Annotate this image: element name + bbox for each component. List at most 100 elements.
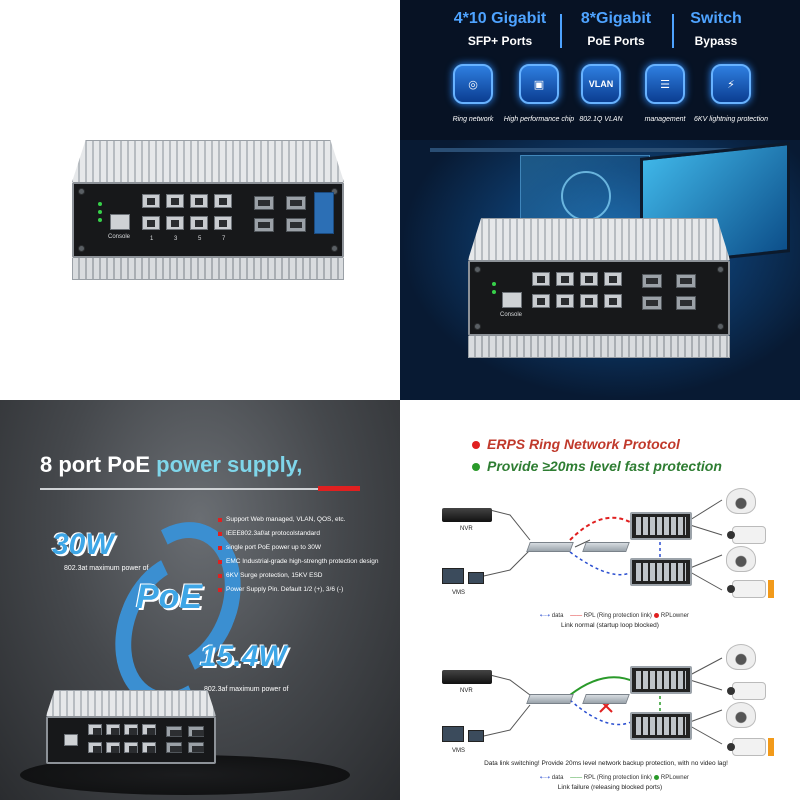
heading-sfp: 4*10 Gigabit SFP+ Ports <box>448 10 552 48</box>
poe-power-panel: 8 port PoE power supply, 30W 802.3at max… <box>0 400 400 800</box>
power-154w-label: 15.4W <box>200 640 287 673</box>
green-dot-icon <box>472 463 480 472</box>
poe-label: PoE <box>136 578 203 616</box>
red-dot-icon <box>472 441 480 450</box>
bullet-item: IEEE802.3af/at protocolstandard <box>218 530 378 537</box>
nvr-device <box>442 508 492 522</box>
feature-label: High performance chip <box>503 116 575 123</box>
vlan-icon: VLAN <box>581 64 621 104</box>
feature-label: 802.1Q VLAN <box>579 116 623 123</box>
feature-bullets: Support Web managed, VLAN, QOS, etc. IEE… <box>218 516 378 600</box>
feature-ring-network: ◎ Ring network <box>434 64 512 123</box>
feature-chip: ▣ High performance chip <box>500 64 578 123</box>
port-number: 3 <box>174 236 178 242</box>
power-30w-sub: 802.3at maximum power of <box>64 565 149 572</box>
title-cyan: power supply, <box>156 452 303 477</box>
ring-switch <box>582 542 630 552</box>
feature-lightning: ⚡ 6KV lightning protection <box>692 64 770 123</box>
caption-link-normal: Link normal (startup loop blocked) <box>561 622 659 629</box>
nvr-label: NVR <box>460 526 473 532</box>
port-number: 7 <box>222 236 226 242</box>
bullet-camera-icon <box>727 580 766 598</box>
ring-switch <box>526 542 574 552</box>
heading-poe: 8*Gigabit PoE Ports <box>568 10 664 48</box>
dome-camera-icon <box>726 546 756 572</box>
heading-divider <box>672 14 674 48</box>
poe-switch <box>630 712 692 740</box>
title-white: 8 port PoE <box>40 452 157 477</box>
vms-computer-icon <box>442 568 464 584</box>
vms-monitor-icon <box>468 572 484 584</box>
title-underline <box>40 488 360 490</box>
legend-top: ⇠⇢ data —— RPL (Ring protection link)RPL… <box>540 612 689 619</box>
ring-switch <box>582 694 630 704</box>
poe-title: 8 port PoE power supply, <box>40 452 302 478</box>
poe-switch <box>630 666 692 694</box>
chip-icon: ▣ <box>519 64 559 104</box>
ring-switch <box>526 694 574 704</box>
bullet-item: 6KV Surge protection, 15KV ESD <box>218 572 378 579</box>
vms-monitor-icon <box>468 730 484 742</box>
feature-label: management <box>644 116 686 123</box>
network-lines <box>474 499 723 745</box>
port-number: 5 <box>198 236 202 242</box>
heading-bypass: Switch Bypass <box>680 10 752 48</box>
industrial-switch: Console 1 3 5 7 <box>72 140 344 280</box>
console-label: Console <box>500 312 523 318</box>
nvr-label: NVR <box>460 688 473 694</box>
bullet-item: EMC Industrial-grade high-strength prote… <box>218 558 378 565</box>
heading-big: 8*Gigabit <box>580 10 652 27</box>
caption-data-switching: Data link switching! Provide 20ms level … <box>484 760 728 767</box>
camera-accent <box>768 738 774 756</box>
feature-banner-panel: 4*10 Gigabit SFP+ Ports 8*Gigabit PoE Po… <box>400 0 800 400</box>
feature-label: Ring network <box>452 116 494 123</box>
product-photo-panel: Console 1 3 5 7 <box>0 0 400 400</box>
bullet-item: Power Supply Pin. Default 1/2 (+), 3/6 (… <box>218 586 378 593</box>
lightning-shield-icon: ⚡ <box>711 64 751 104</box>
power-154w-sub: 802.3af maximum power of <box>204 686 289 693</box>
dome-camera-icon <box>726 702 756 728</box>
bullet-item: single port PoE power up to 30W <box>218 544 378 551</box>
industrial-switch <box>46 690 216 780</box>
heatsink-fins <box>72 140 344 182</box>
feature-vlan: VLAN 802.1Q VLAN <box>562 64 640 123</box>
vms-label: VMS <box>452 748 466 754</box>
caption-link-failure: Link failure (releasing blocked ports) <box>557 784 663 791</box>
heading-text: ERPS Ring Network Protocol <box>487 436 680 452</box>
erps-diagram-panel: ERPS Ring Network Protocol Provide ≥20ms… <box>400 400 800 800</box>
feature-management: ☰ management <box>626 64 704 123</box>
heading-text: Provide ≥20ms level fast protection <box>487 458 722 474</box>
industrial-switch: Console <box>468 218 730 358</box>
ring-network-icon: ◎ <box>453 64 493 104</box>
console-label: Console <box>108 234 131 240</box>
vms-computer-icon <box>442 726 464 742</box>
heading-small: SFP+ Ports <box>467 34 533 48</box>
bullet-camera-icon <box>727 682 766 700</box>
erps-heading: ERPS Ring Network Protocol <box>472 436 680 452</box>
heading-divider <box>560 14 562 48</box>
port-number: 1 <box>150 236 154 242</box>
nvr-device <box>442 670 492 684</box>
title-underline-accent <box>318 486 360 491</box>
heading-small: Bypass <box>694 34 738 48</box>
power-30w-label: 30W <box>52 528 114 561</box>
heading-big: 4*10 Gigabit <box>453 10 547 27</box>
fast-protection-heading: Provide ≥20ms level fast protection <box>472 458 722 474</box>
sfp-module-block <box>314 192 334 234</box>
bullet-item: Support Web managed, VLAN, QOS, etc. <box>218 516 378 523</box>
management-icon: ☰ <box>645 64 685 104</box>
switch-front-panel: Console 1 3 5 7 <box>72 182 344 258</box>
bullet-camera-icon <box>727 526 766 544</box>
poe-switch <box>630 558 692 586</box>
poe-switch <box>630 512 692 540</box>
heading-big: Switch <box>690 10 742 27</box>
desk-edge <box>430 148 760 152</box>
camera-accent <box>768 580 774 598</box>
dome-camera-icon <box>726 488 756 514</box>
heading-small: PoE Ports <box>587 34 645 48</box>
dome-camera-icon <box>726 644 756 670</box>
feature-label: 6KV lightning protection <box>694 116 768 123</box>
vms-label: VMS <box>452 590 466 596</box>
bullet-camera-icon <box>727 738 766 756</box>
console-port <box>110 214 130 230</box>
